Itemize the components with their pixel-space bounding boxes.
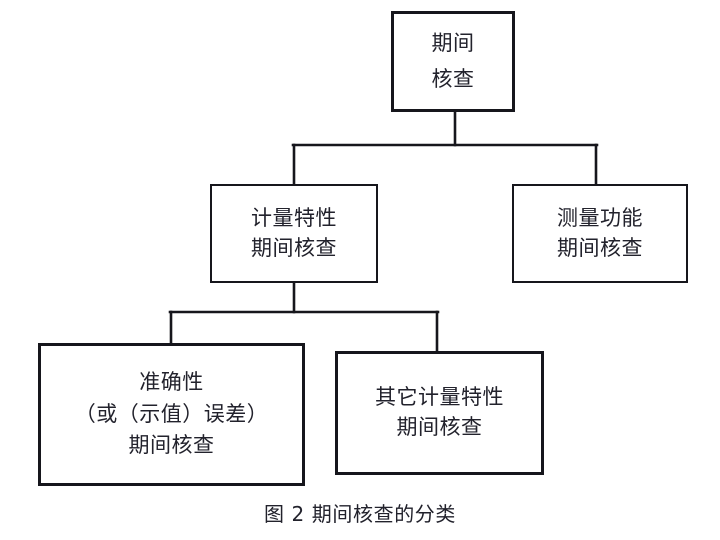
node-accuracy-line-1: 准确性 — [139, 369, 204, 394]
node-function-line-1: 测量功能 — [557, 205, 643, 230]
node-root-line-1: 期间 — [431, 30, 475, 55]
figure-caption: 图 2 期间核查的分类 — [263, 502, 457, 526]
node-periodic-verification-root: 期间 核查 — [391, 11, 515, 112]
node-accuracy-or-indication-error: 准确性 （或（示值）误差） 期间核查 — [38, 343, 305, 486]
node-accuracy-line-2: （或（示值）误差） — [74, 401, 269, 426]
node-measurement-function: 测量功能 期间核查 — [512, 184, 688, 283]
node-accuracy-line-3: 期间核查 — [128, 433, 215, 458]
node-metrology-line-2: 期间核查 — [251, 235, 337, 260]
node-metrology-line-1: 计量特性 — [251, 205, 337, 230]
node-function-line-2: 期间核查 — [557, 235, 643, 260]
node-other-metrological-characteristics: 其它计量特性 期间核查 — [335, 351, 544, 475]
node-metrological-characteristics: 计量特性 期间核查 — [210, 184, 378, 283]
node-root-line-2: 核查 — [431, 66, 475, 91]
node-other-line-2: 期间核查 — [396, 415, 483, 439]
node-other-line-1: 其它计量特性 — [375, 385, 504, 410]
